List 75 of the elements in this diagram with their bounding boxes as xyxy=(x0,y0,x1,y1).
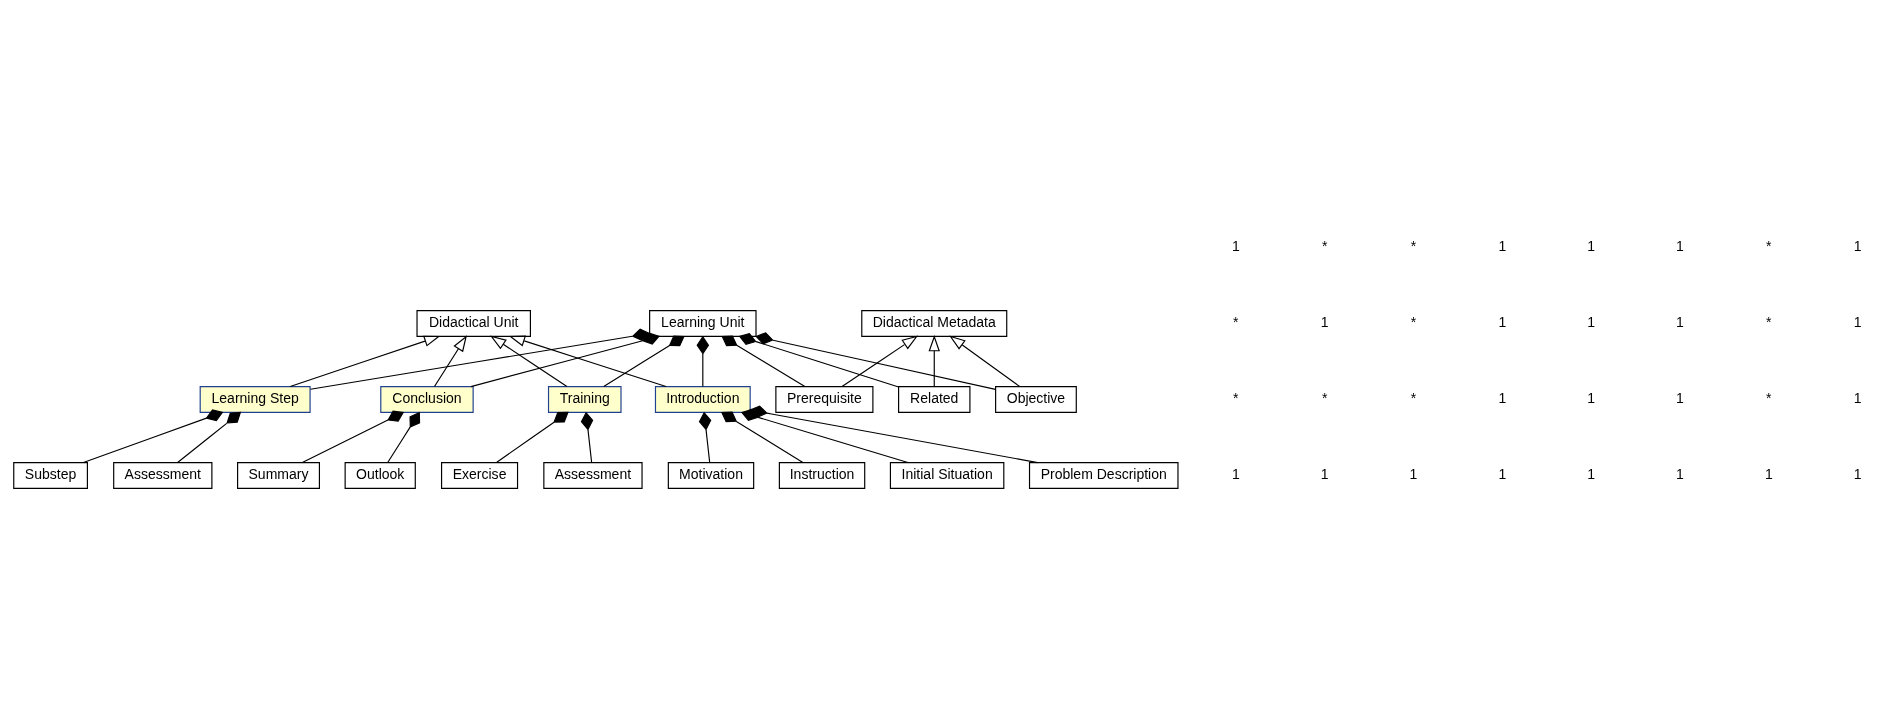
node-box: Learning Unit xyxy=(649,310,757,337)
label: 1 xyxy=(1853,314,1862,331)
label: * xyxy=(1321,390,1328,407)
label: * xyxy=(1321,238,1328,255)
label: 1 xyxy=(1676,314,1684,331)
node-box: Assessment xyxy=(543,462,643,489)
connector xyxy=(755,332,997,390)
connector xyxy=(470,332,660,388)
arrow xyxy=(508,335,667,388)
connector xyxy=(721,335,806,388)
connector xyxy=(696,335,710,388)
node-box: Learning Step xyxy=(199,386,311,413)
node-box: Motivation xyxy=(667,462,755,489)
label: 1 xyxy=(1676,466,1684,483)
label: * xyxy=(1233,314,1239,331)
label: 1 xyxy=(1498,238,1507,255)
label: 1 xyxy=(1587,466,1596,483)
label: 1 xyxy=(1676,390,1684,407)
node-box: Didactical Unit xyxy=(416,310,531,337)
connector xyxy=(301,410,405,464)
label: 1 xyxy=(1231,238,1240,255)
label: 1 xyxy=(1498,466,1507,483)
connector xyxy=(580,411,594,464)
label: * xyxy=(1410,314,1417,331)
label: * xyxy=(1410,238,1417,255)
label: 1 xyxy=(1676,238,1684,255)
node-box: Prerequisite xyxy=(775,386,874,413)
node-box: Training xyxy=(547,386,622,413)
connector xyxy=(603,335,685,388)
label: * xyxy=(1410,390,1417,407)
connector xyxy=(721,411,804,464)
node-box: Initial Situation xyxy=(889,462,1005,489)
node-box: Exercise xyxy=(441,462,519,489)
arrow xyxy=(433,335,468,388)
arrow xyxy=(949,335,1021,388)
label: * xyxy=(1766,238,1772,255)
label: 1 xyxy=(1587,238,1596,255)
arrow xyxy=(841,335,919,388)
connector xyxy=(177,411,242,464)
node-box: Assessment xyxy=(113,462,213,489)
node-box: Didactical Metadata xyxy=(861,310,1008,337)
label: 1 xyxy=(1498,314,1507,331)
node-box: Problem Description xyxy=(1028,462,1179,489)
node-box: Related xyxy=(898,386,971,413)
arrow xyxy=(490,335,568,388)
connector xyxy=(387,411,421,464)
node-box: Outlook xyxy=(344,462,416,489)
label: * xyxy=(1766,314,1772,331)
label: 1 xyxy=(1853,390,1862,407)
label: 1 xyxy=(1587,314,1596,331)
node-box: Substep xyxy=(13,462,88,489)
label: * xyxy=(1766,390,1772,407)
label: 1 xyxy=(1764,466,1773,483)
connector xyxy=(495,411,569,464)
label: 1 xyxy=(1853,238,1862,255)
node-box: Summary xyxy=(237,462,320,489)
label: 1 xyxy=(1320,314,1329,331)
label: 1 xyxy=(1409,466,1418,483)
connector xyxy=(738,332,900,388)
connector xyxy=(698,411,712,464)
label: 1 xyxy=(1320,466,1329,483)
arrow xyxy=(928,334,940,388)
label: 1 xyxy=(1231,466,1240,483)
node-box: Conclusion xyxy=(380,386,474,413)
label: 1 xyxy=(1853,466,1862,483)
node-box: Instruction xyxy=(778,462,866,489)
node-box: Introduction xyxy=(654,386,751,413)
label: 1 xyxy=(1587,390,1596,407)
label: 1 xyxy=(1498,390,1507,407)
label: * xyxy=(1233,390,1239,407)
connector xyxy=(82,409,224,464)
connector xyxy=(309,328,651,390)
arrow xyxy=(289,335,441,388)
node-box: Objective xyxy=(995,386,1077,413)
connector xyxy=(749,405,1039,464)
